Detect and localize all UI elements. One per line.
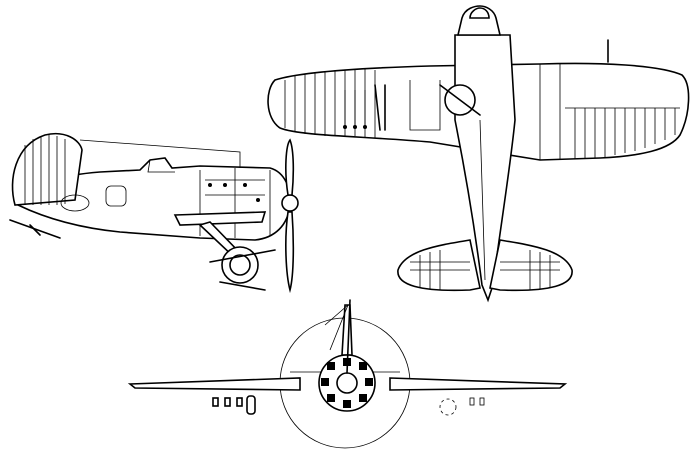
windscreen-wire — [79, 139, 241, 168]
fin-front — [341, 304, 353, 356]
propeller-side — [285, 138, 295, 294]
top-view — [267, 5, 690, 303]
tail-fin — [11, 132, 83, 206]
cockpit-outline — [147, 159, 175, 173]
spinner-front — [336, 372, 358, 394]
windscreen-wire-front — [324, 304, 349, 351]
cowling-panels — [199, 168, 271, 238]
wing-side — [173, 211, 267, 226]
propeller-blade-front — [346, 299, 351, 374]
spinner-top — [469, 7, 490, 19]
horizontal-stabilizer — [397, 239, 573, 292]
wing-front — [127, 377, 568, 391]
wheel-front-dashed — [439, 398, 457, 416]
spinner — [281, 194, 299, 212]
side-view — [9, 132, 299, 294]
front-view — [127, 299, 568, 449]
roundel — [60, 194, 90, 212]
bombs-front — [212, 395, 485, 415]
tail-skid — [29, 224, 41, 236]
engine-cowl-top — [456, 5, 502, 36]
side-door — [105, 185, 127, 207]
